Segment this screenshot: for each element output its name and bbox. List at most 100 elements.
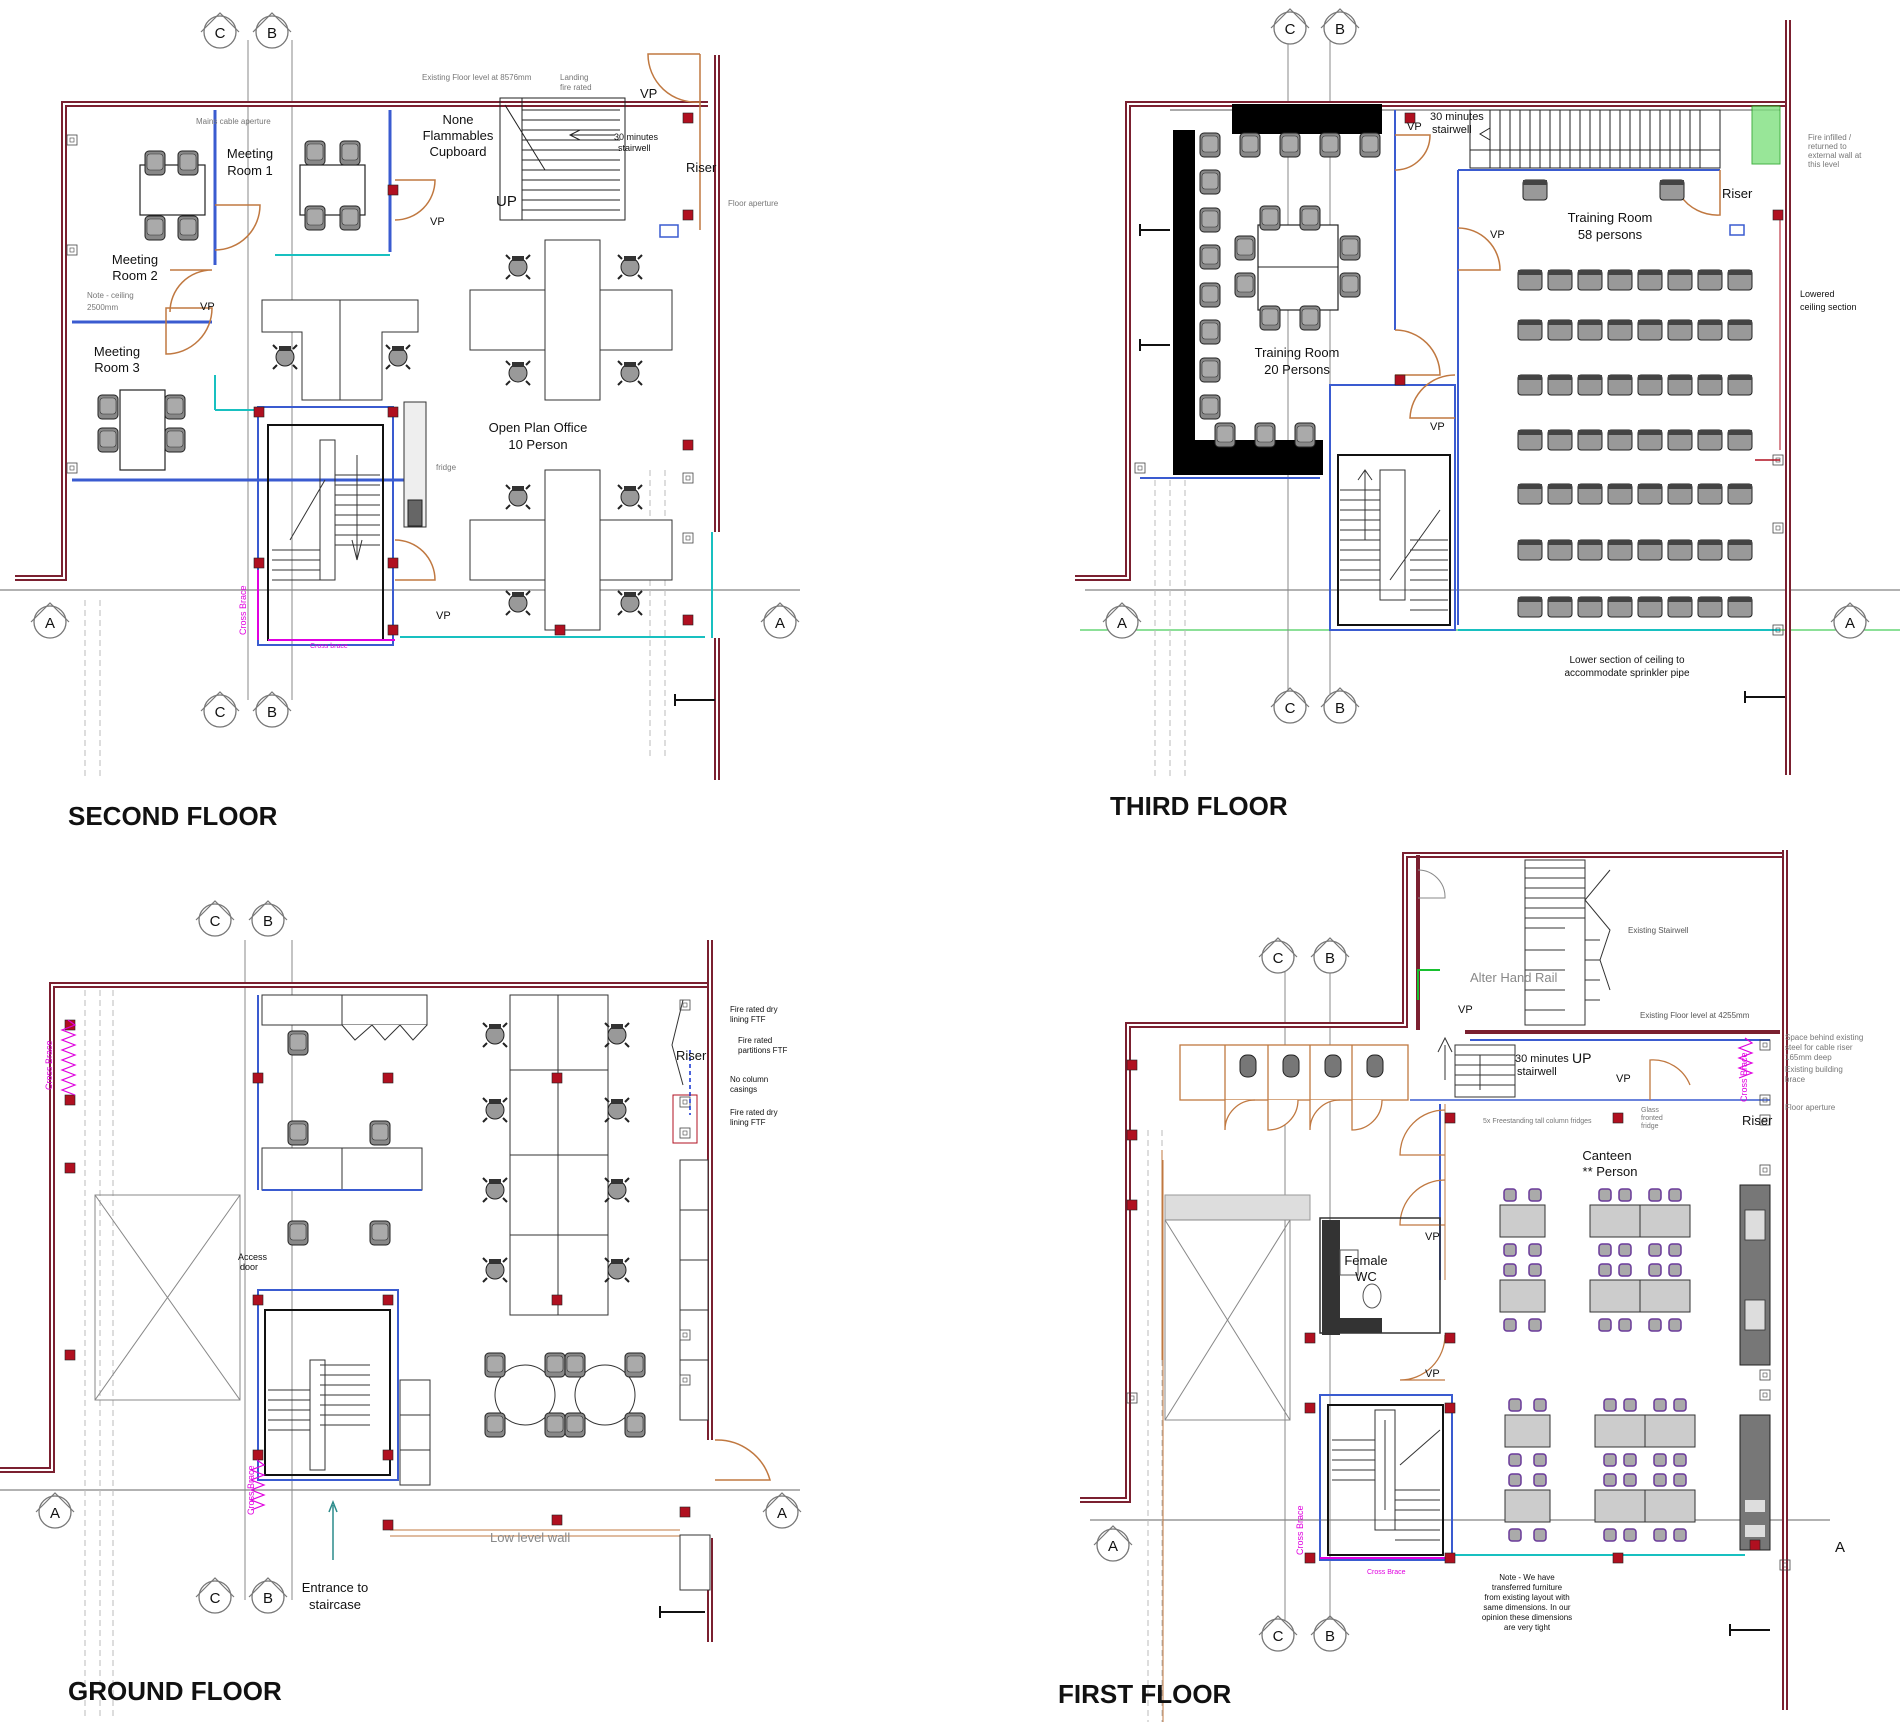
svg-text:Low level wall: Low level wall bbox=[490, 1530, 570, 1545]
svg-text:transferred furniture: transferred furniture bbox=[1492, 1583, 1563, 1592]
training-chair bbox=[1667, 539, 1693, 561]
svg-text:58 persons: 58 persons bbox=[1578, 227, 1643, 242]
training-chair bbox=[1727, 374, 1753, 396]
svg-text:are very tight: are very tight bbox=[1504, 1623, 1551, 1632]
canteen-chair bbox=[1598, 1243, 1612, 1257]
svg-text:Room 2: Room 2 bbox=[112, 268, 158, 283]
canteen-chair bbox=[1648, 1243, 1662, 1257]
svg-text:from existing layout with: from existing layout with bbox=[1484, 1593, 1569, 1602]
canteen-chair bbox=[1528, 1263, 1542, 1277]
training-chair bbox=[1547, 539, 1573, 561]
svg-text:Fire rated: Fire rated bbox=[738, 1036, 772, 1045]
svg-text:10 Person: 10 Person bbox=[508, 437, 567, 452]
svg-text:Alter Hand Rail: Alter Hand Rail bbox=[1470, 970, 1558, 985]
svg-text:Canteen: Canteen bbox=[1582, 1148, 1631, 1163]
svg-text:Cross Brace: Cross Brace bbox=[1367, 1569, 1406, 1576]
svg-text:casings: casings bbox=[730, 1085, 757, 1094]
canteen-chair bbox=[1623, 1473, 1637, 1487]
svg-text:5x Freestanding tall column fr: 5x Freestanding tall column fridges bbox=[1483, 1118, 1592, 1125]
svg-text:fridge: fridge bbox=[436, 463, 457, 472]
svg-text:Cupboard: Cupboard bbox=[429, 144, 486, 159]
svg-text:Space behind existing: Space behind existing bbox=[1785, 1033, 1863, 1042]
svg-text:this level: this level bbox=[1808, 160, 1839, 169]
svg-text:fronted: fronted bbox=[1641, 1115, 1663, 1122]
svg-text:THIRD FLOOR: THIRD FLOOR bbox=[1110, 791, 1288, 821]
training-chair bbox=[1517, 596, 1543, 618]
svg-text:Cross Brace: Cross Brace bbox=[1295, 1505, 1305, 1555]
training-chair bbox=[1637, 429, 1663, 451]
canteen-chair bbox=[1528, 1318, 1542, 1332]
svg-text:partitions FTF: partitions FTF bbox=[738, 1046, 787, 1055]
canteen-chair bbox=[1533, 1453, 1547, 1467]
svg-text:Cross Brace: Cross Brace bbox=[44, 1040, 54, 1090]
svg-text:UP: UP bbox=[1572, 1050, 1591, 1066]
svg-text:GROUND FLOOR: GROUND FLOOR bbox=[68, 1676, 282, 1706]
svg-text:Note - ceiling: Note - ceiling bbox=[87, 291, 134, 300]
svg-text:Meeting: Meeting bbox=[227, 146, 273, 161]
training-chair bbox=[1607, 269, 1633, 291]
canteen-chair bbox=[1508, 1453, 1522, 1467]
svg-text:VP: VP bbox=[640, 86, 657, 101]
canteen-chair bbox=[1648, 1263, 1662, 1277]
training-chair bbox=[1577, 374, 1603, 396]
svg-text:Training Room: Training Room bbox=[1568, 210, 1653, 225]
training-chair bbox=[1667, 596, 1693, 618]
canteen-chair bbox=[1623, 1528, 1637, 1542]
svg-text:Note - We have: Note - We have bbox=[1499, 1573, 1555, 1582]
canteen-chair bbox=[1598, 1188, 1612, 1202]
svg-text:Existing Floor level at 4255mm: Existing Floor level at 4255mm bbox=[1640, 1011, 1750, 1020]
first-floor-plan: A Existing Stairwell Alter Hand Rail Exi… bbox=[1058, 850, 1863, 1722]
canteen-chair bbox=[1653, 1528, 1667, 1542]
svg-text:ceiling section: ceiling section bbox=[1800, 302, 1857, 312]
svg-text:lining FTF: lining FTF bbox=[730, 1118, 766, 1127]
canteen-chair bbox=[1503, 1318, 1517, 1332]
canteen-chair bbox=[1668, 1263, 1682, 1277]
training-chair bbox=[1697, 374, 1723, 396]
canteen-chair bbox=[1618, 1318, 1632, 1332]
svg-text:VP: VP bbox=[1490, 229, 1505, 241]
svg-text:Riser: Riser bbox=[676, 1048, 707, 1063]
svg-text:20 Persons: 20 Persons bbox=[1264, 362, 1330, 377]
svg-text:steel for cable riser: steel for cable riser bbox=[1785, 1043, 1853, 1052]
training-chair bbox=[1577, 596, 1603, 618]
training-chair bbox=[1547, 319, 1573, 341]
training-chair bbox=[1577, 269, 1603, 291]
ground-floor-plan: Cross Brace Cross Brace Fire rated dry l… bbox=[0, 900, 802, 1720]
svg-text:A: A bbox=[1835, 1539, 1845, 1556]
training-chair bbox=[1547, 483, 1573, 505]
canteen-chair bbox=[1503, 1263, 1517, 1277]
canteen-chair bbox=[1528, 1188, 1542, 1202]
svg-text:Landing: Landing bbox=[560, 73, 588, 82]
training-chair bbox=[1697, 483, 1723, 505]
canteen-chair bbox=[1603, 1528, 1617, 1542]
canteen-chair bbox=[1603, 1398, 1617, 1412]
training-chair bbox=[1517, 483, 1543, 505]
svg-text:lining FTF: lining FTF bbox=[730, 1015, 766, 1024]
training-chair bbox=[1667, 269, 1693, 291]
training-chair bbox=[1727, 596, 1753, 618]
svg-text:Floor aperture: Floor aperture bbox=[1785, 1103, 1836, 1112]
svg-text:fridge: fridge bbox=[1641, 1123, 1659, 1130]
svg-text:Room 1: Room 1 bbox=[227, 163, 273, 178]
training-chair bbox=[1667, 429, 1693, 451]
svg-text:external wall at: external wall at bbox=[1808, 151, 1862, 160]
training-chair bbox=[1577, 539, 1603, 561]
canteen-chair bbox=[1508, 1528, 1522, 1542]
svg-text:opinion these dimensions: opinion these dimensions bbox=[1482, 1613, 1572, 1622]
training-chair bbox=[1637, 539, 1663, 561]
svg-text:VP: VP bbox=[1425, 1368, 1440, 1380]
svg-text:Lower section of ceiling to: Lower section of ceiling to bbox=[1569, 655, 1685, 666]
canteen-chair bbox=[1668, 1243, 1682, 1257]
svg-text:Fire rated dry: Fire rated dry bbox=[730, 1005, 778, 1014]
svg-text:stairwell: stairwell bbox=[1432, 124, 1472, 136]
canteen-chair bbox=[1673, 1528, 1687, 1542]
canteen-chair bbox=[1603, 1453, 1617, 1467]
training-chair bbox=[1667, 319, 1693, 341]
training-chair bbox=[1577, 319, 1603, 341]
canteen-tables bbox=[1499, 1188, 1696, 1542]
training-chair bbox=[1727, 429, 1753, 451]
canteen-chair bbox=[1653, 1398, 1667, 1412]
training-chair bbox=[1607, 374, 1633, 396]
canteen-chair bbox=[1673, 1473, 1687, 1487]
svg-text:VP: VP bbox=[430, 216, 445, 228]
